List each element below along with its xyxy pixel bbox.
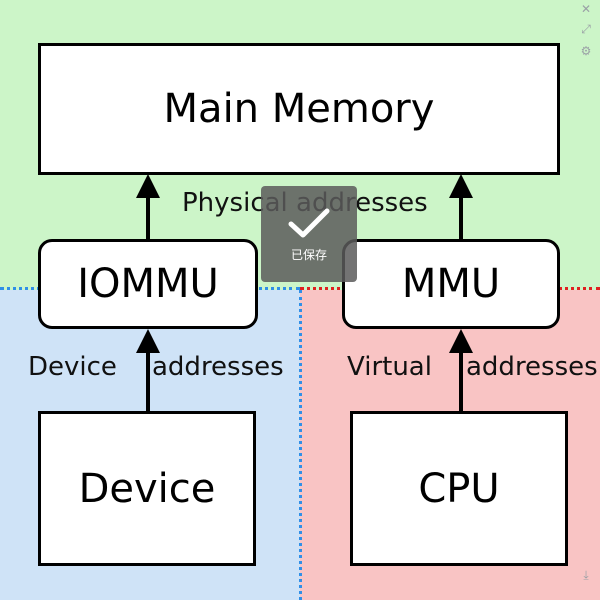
expand-icon[interactable]: ⤢ (581, 22, 591, 36)
device-label: Device (28, 352, 117, 382)
saved-toast-text: 已保存 (290, 247, 327, 262)
virtual-addresses-label: addresses (466, 352, 598, 382)
virtual-label: Virtual (347, 352, 432, 382)
mmu-box: MMU (342, 239, 560, 329)
checkmark-icon (288, 208, 330, 237)
device-addresses-label: addresses (152, 352, 284, 382)
gear-icon[interactable]: ⚙ (580, 44, 592, 58)
close-icon[interactable]: ✕ (580, 2, 592, 16)
cpu-box: CPU (350, 411, 568, 566)
iommu-box: IOMMU (38, 239, 258, 329)
download-icon[interactable]: ⤓ (583, 568, 589, 582)
saved-toast: 已保存 (261, 186, 357, 282)
device-box: Device (38, 411, 256, 566)
region-divider-vertical (299, 290, 302, 600)
main-memory-box: Main Memory (38, 43, 560, 175)
